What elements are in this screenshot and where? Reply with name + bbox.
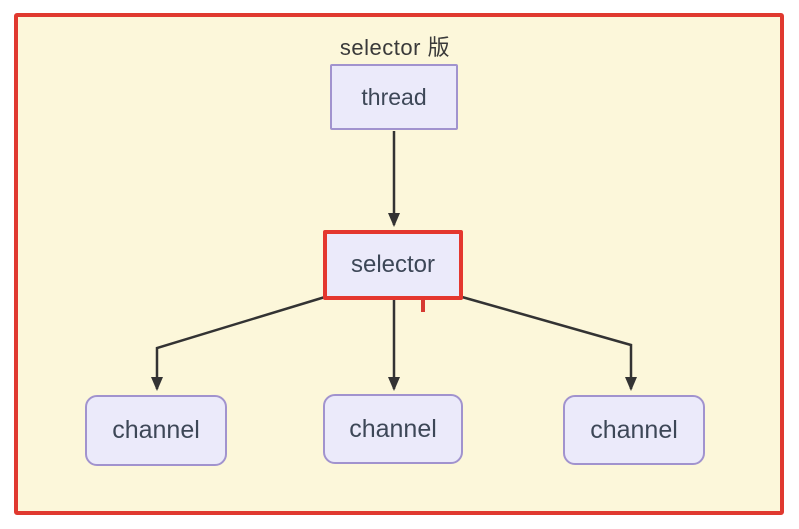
- node-channel-1-label: channel: [112, 416, 200, 444]
- diagram-title: selector 版: [339, 35, 451, 60]
- node-selector: selector: [323, 230, 463, 300]
- arrow-selector-to-channel1: [151, 295, 326, 391]
- node-thread-label: thread: [361, 83, 427, 110]
- arrow-selector-to-channel3: [461, 295, 637, 391]
- node-channel-3-label: channel: [590, 415, 678, 444]
- node-selector-label: selector: [350, 251, 436, 278]
- diagram-canvas: selector 版 thread selector channel: [14, 13, 784, 515]
- node-channel-3: channel: [563, 395, 705, 465]
- node-thread: thread: [330, 64, 458, 130]
- node-channel-1: channel: [85, 395, 227, 466]
- node-channel-2-label: channel: [349, 414, 437, 443]
- node-channel-2: channel: [323, 394, 463, 464]
